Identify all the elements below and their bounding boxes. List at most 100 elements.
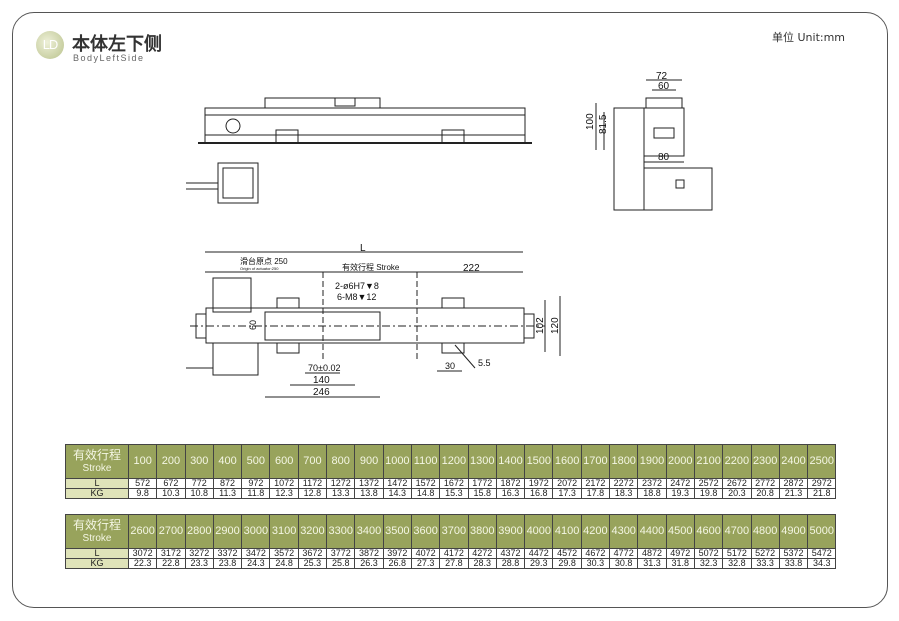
dim-30: 30: [445, 361, 455, 371]
stroke-cell: 3800: [467, 514, 497, 549]
kg-cell: 18.8: [637, 488, 667, 499]
dim-81-5: 81.5: [598, 114, 609, 134]
stroke-cell: 1100: [410, 444, 441, 479]
kg-cell: 20.3: [722, 488, 752, 499]
kg-cell: 31.8: [665, 558, 695, 569]
stroke-cell: 2400: [778, 444, 809, 479]
l-cell: 4072: [410, 548, 441, 559]
l-cell: 2072: [552, 478, 582, 489]
stroke-cell: 2800: [184, 514, 214, 549]
kg-cell: 33.8: [778, 558, 809, 569]
kg-cell: 21.8: [807, 488, 837, 499]
l-cell: 5472: [807, 548, 837, 559]
stroke-label-cn: 有效行程: [72, 447, 121, 462]
stroke-cell: 700: [297, 444, 328, 479]
kg-cell: 32.8: [722, 558, 752, 569]
stroke-cell: 4000: [524, 514, 554, 549]
kg-cell: 14.8: [410, 488, 441, 499]
kg-cell: 12.3: [269, 488, 299, 499]
l-cell: 5272: [750, 548, 780, 559]
l-cell: 1372: [354, 478, 384, 489]
kg-cell: 25.8: [326, 558, 356, 569]
l-cell: 3772: [326, 548, 356, 559]
l-cell: 2772: [750, 478, 780, 489]
dim-5-5: 5.5: [478, 358, 491, 368]
stroke-cell: 1200: [439, 444, 469, 479]
dim-246: 246: [313, 387, 330, 398]
kg-cell: 28.3: [467, 558, 497, 569]
l-cell: 4272: [467, 548, 497, 559]
dim-70: 70±0.02: [308, 363, 340, 373]
kg-cell: 25.3: [297, 558, 328, 569]
l-cell: 3572: [269, 548, 299, 559]
stroke-cell: 1700: [580, 444, 611, 479]
l-cell: 5072: [693, 548, 724, 559]
l-cell: 772: [184, 478, 214, 489]
stroke-cell: 1000: [382, 444, 412, 479]
kg-cell: 9.8: [127, 488, 158, 499]
kg-cell: 17.3: [552, 488, 582, 499]
l-cell: 2372: [637, 478, 667, 489]
dim-origin-en: Origin of actuator:250: [240, 266, 279, 271]
page-frame: [12, 12, 888, 608]
l-cell: 2572: [693, 478, 724, 489]
l-cell: 1772: [467, 478, 497, 489]
l-cell: 3272: [184, 548, 214, 559]
kg-cell: 33.3: [750, 558, 780, 569]
kg-cell: 10.8: [184, 488, 214, 499]
stroke-cell: 1600: [552, 444, 582, 479]
stroke-cell: 400: [212, 444, 243, 479]
stroke-cell: 5000: [807, 514, 837, 549]
dim-222: 222: [463, 263, 480, 274]
l-cell: 3072: [127, 548, 158, 559]
kg-cell: 22.8: [156, 558, 186, 569]
dim-origin: 滑台原点 250: [240, 256, 288, 266]
stroke-cell: 2700: [156, 514, 186, 549]
top-view: L 滑台原点 250 Origin of actuator:250 有效行程 S…: [186, 243, 561, 398]
l-cell: 4772: [609, 548, 639, 559]
stroke-cell: 500: [241, 444, 271, 479]
stroke-cell: 2000: [665, 444, 695, 479]
stroke-cell: 4700: [722, 514, 752, 549]
dim-60-top: 60: [248, 320, 258, 330]
dim-72: 72: [656, 71, 668, 82]
stroke-cell: 3700: [439, 514, 469, 549]
kg-cell: 21.3: [778, 488, 809, 499]
kg-cell: 19.8: [693, 488, 724, 499]
l-cell: 5172: [722, 548, 752, 559]
l-cell: 4872: [637, 548, 667, 559]
dim-100: 100: [585, 113, 596, 130]
l-cell: 1072: [269, 478, 299, 489]
stroke-cell: 3000: [241, 514, 271, 549]
l-cell: 3872: [354, 548, 384, 559]
kg-cell: 11.3: [212, 488, 243, 499]
l-cell: 672: [156, 478, 186, 489]
stroke-cell: 3500: [382, 514, 412, 549]
stroke-cell: 1900: [637, 444, 667, 479]
l-cell: 4672: [580, 548, 611, 559]
stroke-cell: 4100: [552, 514, 582, 549]
kg-label: KG: [65, 488, 129, 499]
stroke-cell: 4600: [693, 514, 724, 549]
l-cell: 1672: [439, 478, 469, 489]
kg-cell: 13.8: [354, 488, 384, 499]
kg-cell: 24.8: [269, 558, 299, 569]
l-cell: 2972: [807, 478, 837, 489]
stroke-cell: 300: [184, 444, 214, 479]
l-cell: 1172: [297, 478, 328, 489]
l-cell: 3672: [297, 548, 328, 559]
hole-spec-2: 6-M8▼12: [337, 292, 376, 302]
kg-cell: 13.3: [326, 488, 356, 499]
stroke-cell: 3400: [354, 514, 384, 549]
l-cell: 1572: [410, 478, 441, 489]
dim-L: L: [360, 243, 366, 254]
l-cell: 972: [241, 478, 271, 489]
l-cell: 4472: [524, 548, 554, 559]
kg-cell: 11.8: [241, 488, 271, 499]
